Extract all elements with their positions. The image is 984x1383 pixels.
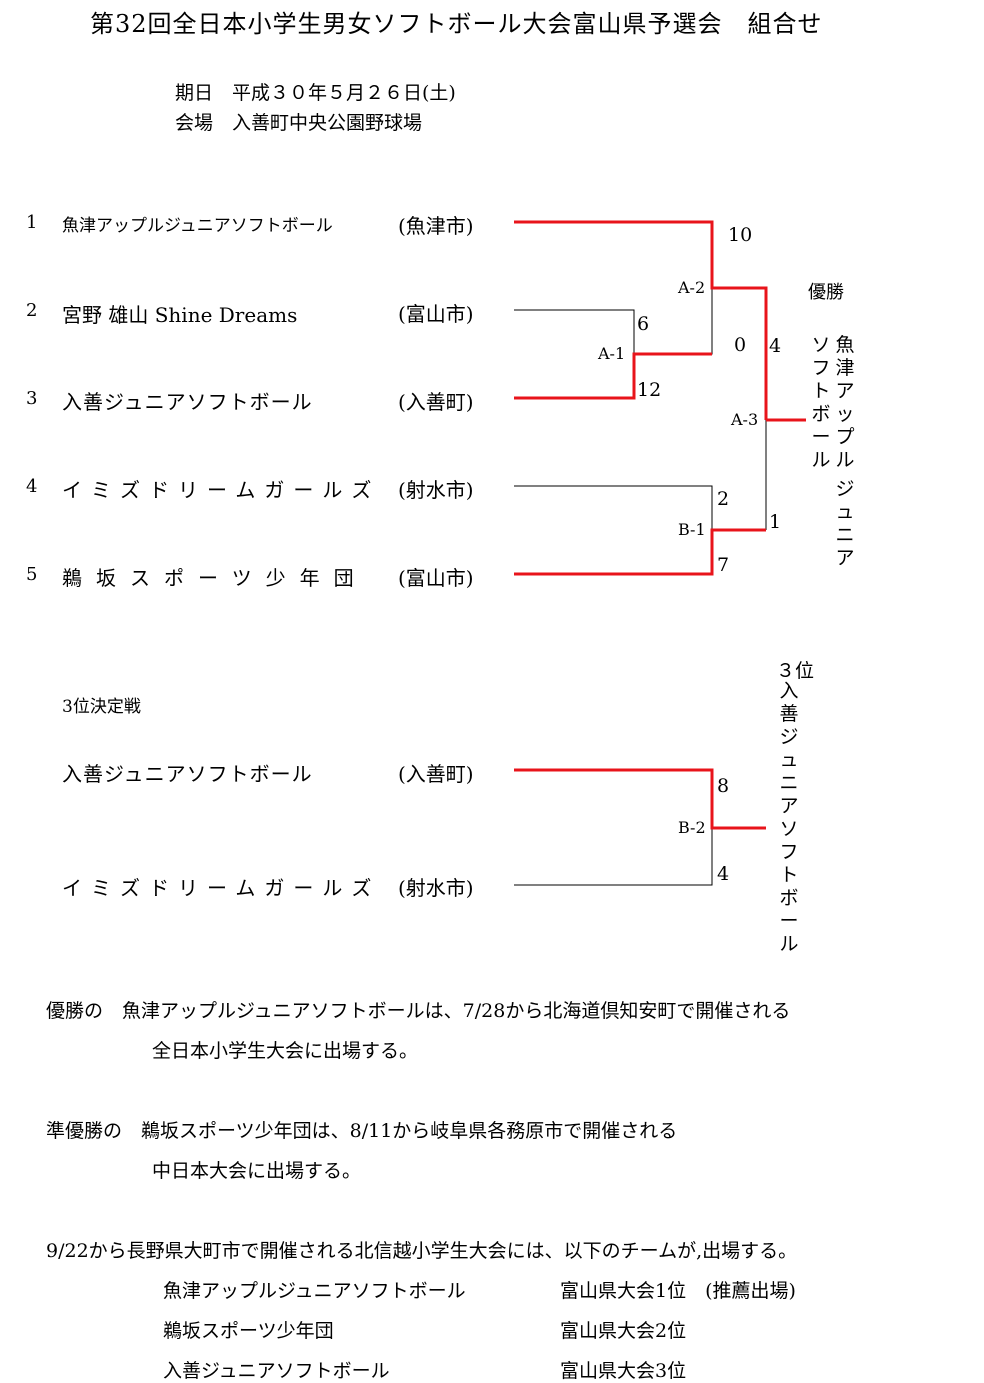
line-team2 (514, 309, 635, 354)
third-place-team: 入善ジュニアソフトボール (779, 680, 799, 955)
event-venue: 会場 入善町中央公園野球場 (175, 112, 423, 134)
team-city: (入善町) (398, 762, 474, 786)
line-team1-win (514, 220, 768, 420)
champion-name-col3: ジュニア (835, 478, 855, 569)
note-3: 9/22から長野県大町市で開催される北信越小学生大会には、以下のチームが,出場す… (46, 1240, 798, 1262)
champion-name-col1: 魚津アップル (835, 334, 855, 471)
team-city: (入善町) (398, 390, 474, 414)
team-name: イミズドリームガールズ (62, 478, 381, 502)
line-team3-win (514, 352, 712, 400)
team-number: 3 (26, 388, 38, 409)
score-a2-top: 10 (728, 224, 753, 246)
team-city: (富山市) (398, 566, 474, 590)
team-name: 鵜坂スポーツ少年団 (62, 566, 368, 590)
team-city: (射水市) (398, 876, 474, 900)
team-number: 1 (26, 212, 38, 233)
note-1-line-2: 全日本小学生大会に出場する。 (152, 1040, 419, 1062)
qualifier-name: 鵜坂スポーツ少年団 (163, 1320, 334, 1342)
team-city: (魚津市) (398, 214, 474, 238)
team-number: 4 (26, 476, 38, 497)
score-a2-bottom: 0 (734, 334, 747, 356)
match-label-b2: B-2 (678, 818, 706, 837)
team-number: 5 (26, 564, 38, 585)
team-city: (富山市) (398, 302, 474, 326)
score-b1-top: 2 (717, 488, 730, 510)
qualifier-name: 魚津アップルジュニアソフトボール (163, 1280, 466, 1302)
line-team-b2-bottom (514, 828, 713, 886)
qualifier-rank: 富山県大会2位 (560, 1320, 687, 1342)
qualifier-rank: 富山県大会1位 (推薦出場) (560, 1280, 796, 1302)
match-label-b1: B-1 (678, 520, 706, 539)
note-2-line-1: 準優勝の 鵜坂スポーツ少年団は、8/11から岐阜県各務原市で開催される (46, 1120, 678, 1142)
team-city: (射水市) (398, 478, 474, 502)
team-number: 2 (26, 300, 38, 321)
champion-name-col2: ソフトボール (811, 334, 831, 471)
score-b2-top: 8 (717, 775, 730, 797)
match-label-a3: A-3 (731, 410, 759, 429)
score-a3-top: 4 (769, 335, 782, 357)
line-team5-win (514, 528, 766, 576)
match-label-a2: A-2 (678, 278, 706, 297)
team-name: イミズドリームガールズ (62, 876, 381, 900)
team-name: 魚津アップルジュニアソフトボール (62, 216, 333, 236)
event-date: 期日 平成３０年５月２６日(土) (175, 82, 456, 104)
note-1-line-1: 優勝の 魚津アップルジュニアソフトボールは、7/28から北海道倶知安町で開催され… (46, 1000, 791, 1022)
team-name: 入善ジュニアソフトボール (62, 762, 313, 786)
score-a3-bottom: 1 (769, 511, 782, 533)
team-name: 入善ジュニアソフトボール (62, 390, 313, 414)
champion-label: 優勝 (808, 282, 844, 303)
qualifier-name: 入善ジュニアソフトボール (163, 1360, 390, 1382)
third-place-heading: 3位決定戦 (62, 697, 141, 717)
score-b1-bottom: 7 (717, 554, 730, 576)
score-a1-bottom: 12 (637, 379, 662, 401)
line-team4 (514, 485, 713, 530)
note-2-line-2: 中日本大会に出場する。 (152, 1160, 362, 1182)
team-name: 宮野 雄山 Shine Dreams (62, 303, 298, 327)
page-title: 第32回全日本小学生男女ソフトボール大会富山県予選会 組合せ (90, 10, 823, 38)
qualifier-rank: 富山県大会3位 (560, 1360, 687, 1382)
line-b2-top-win (514, 768, 766, 830)
score-b2-bottom: 4 (717, 863, 730, 885)
match-label-a1: A-1 (598, 344, 626, 363)
score-a1-top: 6 (637, 313, 650, 335)
third-place-label: ３位 (776, 660, 815, 682)
